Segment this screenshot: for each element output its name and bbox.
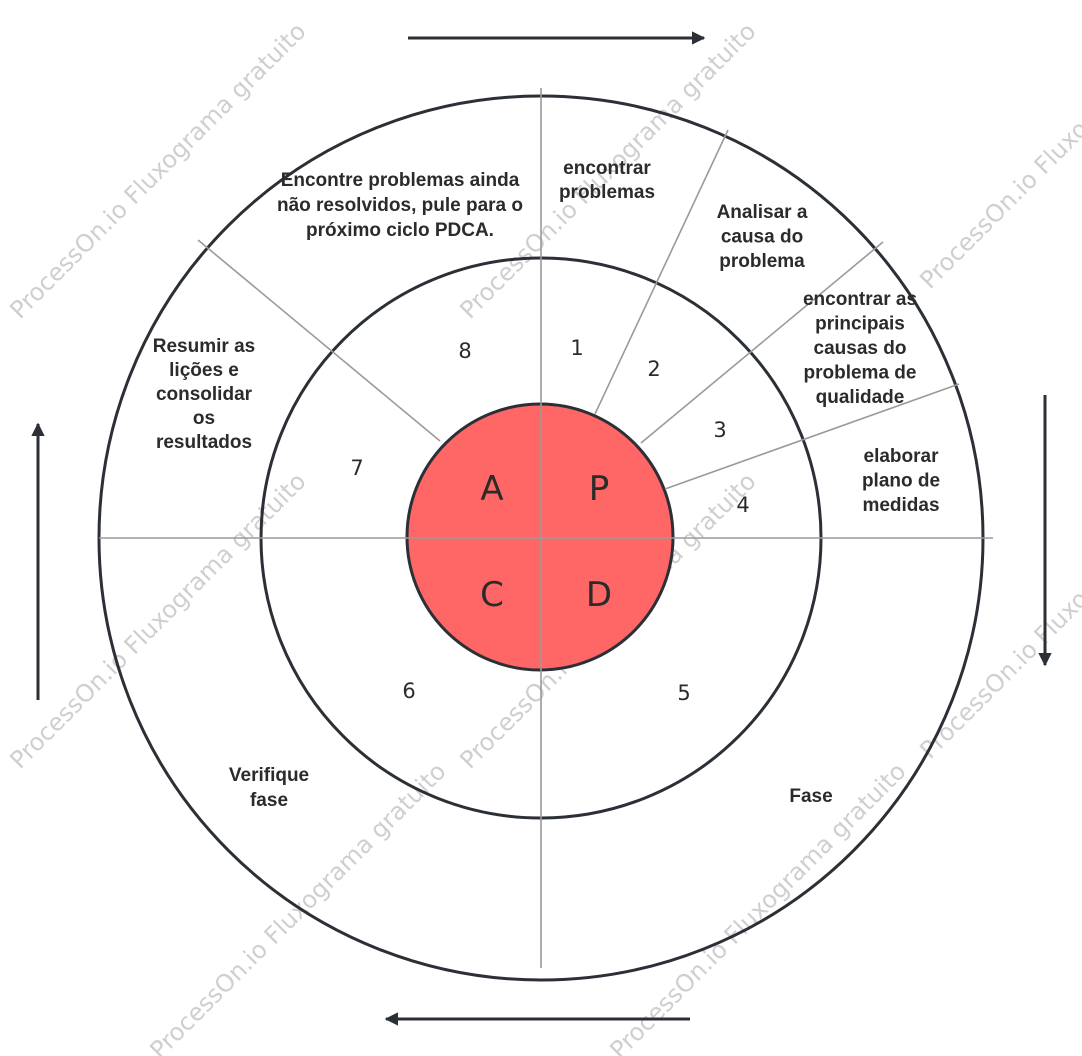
label-line: Analisar a (717, 202, 808, 223)
watermark-text: ProcessOn.io Fluxograma gratuito (4, 17, 311, 324)
quadrant-c-letter: C (480, 575, 504, 615)
label-line: não resolvidos, pule para o (277, 195, 523, 216)
divider-step2-3 (640, 241, 884, 444)
label-line: causas do (814, 338, 907, 359)
step5-label: Fase (789, 786, 832, 807)
quadrant-d-letter: D (586, 575, 612, 615)
watermark-text: ProcessOn.io Fluxograma gratuito (604, 757, 911, 1056)
step-number-5: 5 (677, 681, 690, 705)
quadrant-a-letter: A (480, 469, 503, 509)
watermark-text: ProcessOn.io Fluxograma gratuito (914, 0, 1082, 294)
step1-label: encontrar problemas (559, 158, 655, 203)
label-line: elaborar (864, 446, 940, 467)
label-line: causa do (721, 227, 803, 248)
step3-label: encontrar as principais causas do problema … (803, 289, 917, 408)
label-line: qualidade (816, 387, 905, 408)
step-number-8: 8 (458, 339, 471, 363)
label-line: principais (815, 314, 905, 335)
label-line: lições e (169, 360, 239, 381)
step6-label: Verifique fase (229, 765, 309, 811)
label-line: problema de (804, 363, 917, 384)
watermark-text: ProcessOn.io Fluxograma gratuito (4, 467, 311, 774)
step-number-6: 6 (402, 679, 415, 703)
step-number-3: 3 (713, 418, 726, 442)
label-line: Resumir as (153, 336, 255, 357)
label-line: problema (719, 251, 805, 272)
label-line: próximo ciclo PDCA. (306, 220, 494, 241)
step4-label: elaborar plano de medidas (862, 446, 940, 516)
label-line: medidas (862, 495, 939, 516)
step2-label: Analisar a causa do problema (717, 202, 808, 272)
watermark-text: ProcessOn.io Fluxograma gratuito (914, 457, 1082, 764)
label-line: encontrar (563, 158, 651, 179)
dividers (99, 88, 993, 968)
label-line: os (193, 408, 215, 429)
divider-step3-4 (664, 383, 960, 490)
divider-step1-2 (594, 129, 729, 415)
label-line: plano de (862, 471, 940, 492)
label-line: fase (250, 790, 288, 811)
step-number-2: 2 (647, 357, 660, 381)
label-line: Fase (789, 786, 832, 807)
divider-step7-8 (197, 239, 441, 442)
step7-label: Resumir as lições e consolidar os resultados (153, 336, 255, 453)
step-number-4: 4 (736, 493, 749, 517)
label-line: Verifique (229, 765, 309, 786)
label-line: problemas (559, 182, 655, 203)
label-line: encontrar as (803, 289, 917, 310)
label-line: Encontre problemas ainda (281, 170, 520, 191)
step8-label: Encontre problemas ainda não resolvidos, … (277, 170, 523, 241)
label-line: resultados (156, 432, 252, 453)
step-number-1: 1 (570, 336, 583, 360)
quadrant-p-letter: P (589, 469, 610, 509)
step-number-7: 7 (350, 456, 363, 480)
pdca-core (405, 402, 675, 672)
label-line: consolidar (156, 384, 253, 405)
